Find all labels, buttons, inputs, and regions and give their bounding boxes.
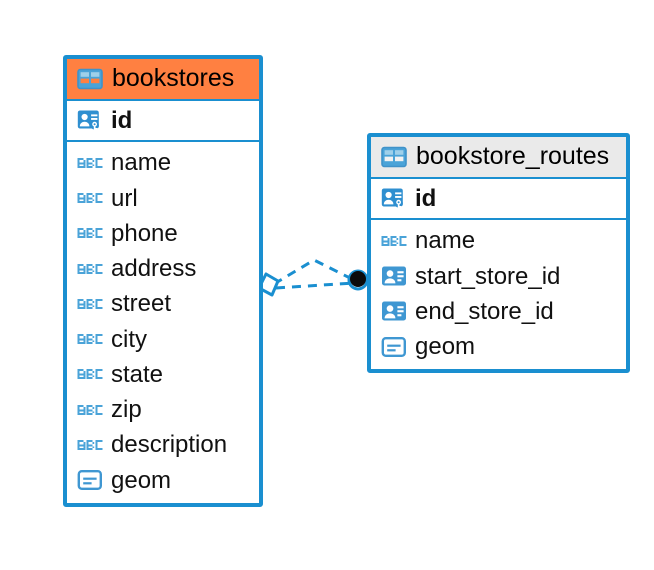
foreign-key-icon [381, 299, 407, 323]
field-row-geom[interactable]: geom [371, 329, 626, 364]
field-label-address: address [111, 255, 197, 283]
entity-bookstores-pk-section: id [67, 101, 259, 143]
field-row-zip[interactable]: zip [67, 392, 259, 427]
text-type-icon [77, 399, 103, 421]
field-label-phone: phone [111, 219, 178, 247]
relationship-line-straight [275, 281, 355, 290]
text-type-icon [77, 434, 103, 456]
primary-key-icon [77, 108, 103, 134]
entity-bookstore-routes-title: bookstore_routes [416, 142, 610, 170]
field-row-city[interactable]: city [67, 322, 259, 357]
field-row-end-store-id[interactable]: end_store_id [371, 294, 626, 329]
entity-bookstores-header[interactable]: bookstores [67, 59, 259, 101]
entity-bookstore-routes-pk-section: id [371, 179, 626, 221]
field-label-street: street [111, 290, 172, 318]
text-type-icon [77, 152, 103, 174]
field-row-name[interactable]: name [67, 145, 259, 180]
field-label-zip: zip [111, 396, 142, 424]
field-row-description[interactable]: description [67, 427, 259, 462]
field-row-name[interactable]: name [371, 223, 626, 258]
foreign-key-icon [381, 264, 407, 288]
primary-key-icon [381, 186, 407, 212]
field-label-id: id [111, 107, 133, 134]
relationship-connector [257, 258, 369, 297]
entity-bookstores[interactable]: bookstores [63, 55, 263, 507]
field-row-start-store-id[interactable]: start_store_id [371, 259, 626, 294]
text-type-icon [77, 258, 103, 280]
field-row-address[interactable]: address [67, 251, 259, 286]
text-type-icon [381, 230, 407, 252]
field-row-url[interactable]: url [67, 181, 259, 216]
field-label-name: name [111, 149, 172, 177]
geometry-type-icon [77, 468, 103, 492]
entity-bookstores-title: bookstores [112, 64, 235, 92]
field-row-street[interactable]: street [67, 286, 259, 321]
text-type-icon [77, 187, 103, 209]
text-type-icon [77, 363, 103, 385]
text-type-icon [77, 293, 103, 315]
table-icon [381, 146, 407, 168]
field-label-end-store-id: end_store_id [415, 297, 554, 325]
field-label-description: description [111, 431, 228, 459]
geometry-type-icon [381, 335, 407, 359]
entity-bookstore-routes-header[interactable]: bookstore_routes [371, 137, 626, 179]
entity-bookstores-field-list: name url phone address street city state zip des… [67, 142, 259, 503]
table-icon [77, 68, 103, 90]
field-row-id[interactable]: id [371, 179, 626, 218]
field-label-name: name [415, 227, 476, 255]
field-label-start-store-id: start_store_id [415, 262, 561, 290]
text-type-icon [77, 328, 103, 350]
field-row-phone[interactable]: phone [67, 216, 259, 251]
field-label-geom: geom [111, 466, 172, 494]
text-type-icon [77, 222, 103, 244]
field-label-url: url [111, 184, 138, 212]
field-label-city: city [111, 325, 147, 353]
field-row-id[interactable]: id [67, 101, 259, 140]
entity-bookstore-routes[interactable]: bookstore_routes [367, 133, 630, 374]
field-row-state[interactable]: state [67, 357, 259, 392]
filled-circle-marker [347, 269, 369, 291]
field-label-id: id [415, 185, 437, 212]
relationship-line-arc [273, 258, 355, 286]
field-label-state: state [111, 360, 164, 388]
field-row-geom[interactable]: geom [67, 463, 259, 498]
field-label-geom: geom [415, 333, 476, 361]
